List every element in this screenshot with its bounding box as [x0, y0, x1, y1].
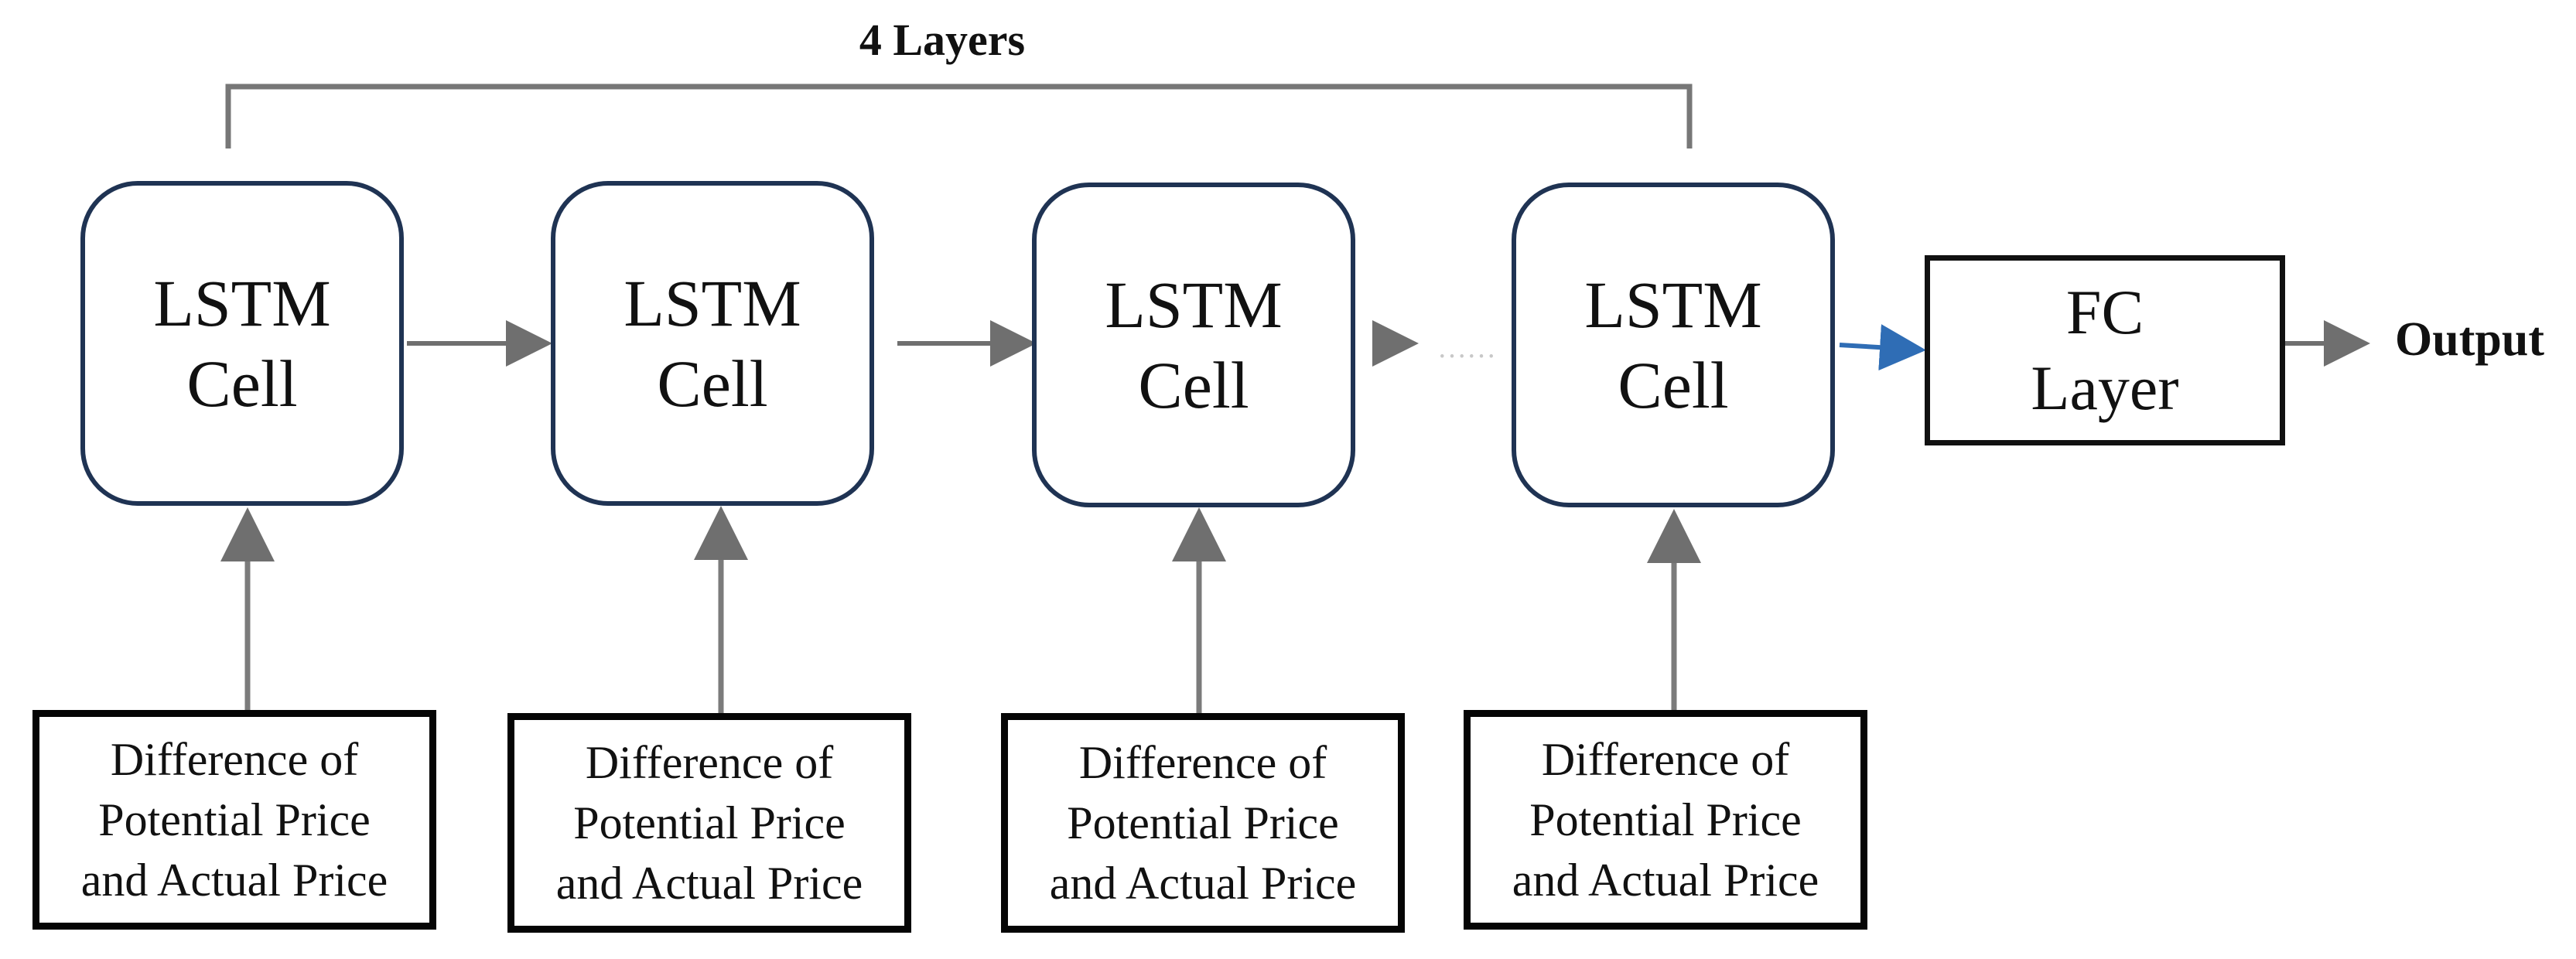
layers-bracket: [225, 84, 1693, 148]
lstm-cell-label-line2: Cell: [186, 346, 298, 421]
arrow-cell4-to-fc: [1839, 324, 1926, 371]
lstm-cell-label-line1: LSTM: [624, 266, 801, 340]
input-label-line3: and Actual Price: [555, 858, 863, 909]
lstm-cell-label-line1: LSTM: [1105, 268, 1283, 342]
lstm-cell-label-line1: LSTM: [153, 266, 331, 340]
input-label-line1: Difference of: [585, 737, 834, 788]
lstm-cell-label-line2: Cell: [1138, 348, 1249, 422]
ellipsis: ……: [1437, 332, 1496, 364]
lstm-cell-2: LSTM Cell: [551, 181, 874, 506]
fc-layer: FC Layer: [1925, 255, 2285, 445]
input-box-2: Difference of Potential Price and Actual…: [507, 713, 911, 933]
input-label-line2: Potential Price: [98, 794, 371, 845]
input-label-line3: and Actual Price: [80, 855, 388, 906]
lstm-cell-3: LSTM Cell: [1032, 183, 1355, 507]
fc-layer-label-line2: Layer: [2031, 353, 2179, 423]
input-label-line1: Difference of: [1078, 737, 1327, 788]
lstm-cell-label-line2: Cell: [1618, 348, 1729, 422]
lstm-cell-1: LSTM Cell: [80, 181, 404, 506]
fc-layer-label-line1: FC: [2065, 277, 2144, 347]
input-label-line2: Potential Price: [1067, 797, 1339, 848]
input-label-line3: and Actual Price: [1512, 855, 1819, 906]
input-label-line1: Difference of: [1541, 734, 1790, 785]
lstm-cell-4: LSTM Cell: [1512, 183, 1835, 507]
input-label-line1: Difference of: [110, 734, 359, 785]
input-box-1: Difference of Potential Price and Actual…: [32, 710, 436, 930]
input-label-line3: and Actual Price: [1049, 858, 1357, 909]
input-label-line2: Potential Price: [573, 797, 846, 848]
input-label-line2: Potential Price: [1529, 794, 1802, 845]
output-label: Output: [2395, 313, 2544, 366]
lstm-cell-label-line1: LSTM: [1584, 268, 1762, 342]
input-box-4: Difference of Potential Price and Actual…: [1464, 710, 1867, 930]
layers-title: 4 Layers: [859, 15, 1026, 65]
input-box-3: Difference of Potential Price and Actual…: [1001, 713, 1405, 933]
lstm-cell-label-line2: Cell: [657, 346, 768, 421]
